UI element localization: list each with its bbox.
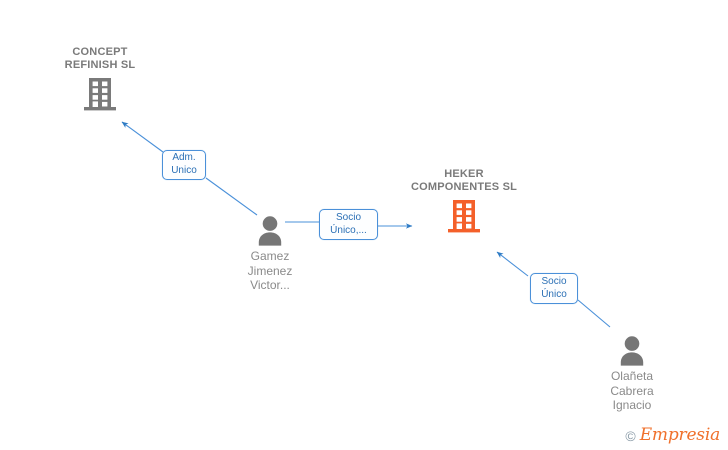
watermark: © Empresia (625, 427, 720, 444)
node-olaneta-cabrera-ignacio[interactable]: Olañeta Cabrera Ignacio (590, 332, 674, 413)
node-title: CONCEPT REFINISH SL (64, 46, 136, 72)
node-title: HEKER COMPONENTES SL (410, 168, 518, 194)
copyright-icon: © (625, 427, 636, 444)
node-gamez-jimenez-victor[interactable]: Gamez Jimenez Victor... (228, 212, 312, 293)
node-concept-refinish[interactable]: CONCEPT REFINISH SL (42, 46, 158, 115)
node-name: Gamez Jimenez Victor... (247, 249, 293, 293)
building-icon (83, 76, 117, 112)
node-name: Olañeta Cabrera Ignacio (610, 369, 654, 413)
edge-label-socio-unico-gamez[interactable]: Socio Único,... (319, 209, 378, 240)
person-icon (618, 335, 646, 366)
node-heker-componentes[interactable]: HEKER COMPONENTES SL (400, 168, 528, 237)
person-icon (256, 215, 284, 246)
edge-label-socio-unico-olaneta[interactable]: Socio Único (530, 273, 578, 304)
building-icon (447, 198, 481, 234)
edge-label-adm-unico[interactable]: Adm. Unico (162, 150, 206, 180)
brand-name: Empresia (639, 425, 720, 445)
